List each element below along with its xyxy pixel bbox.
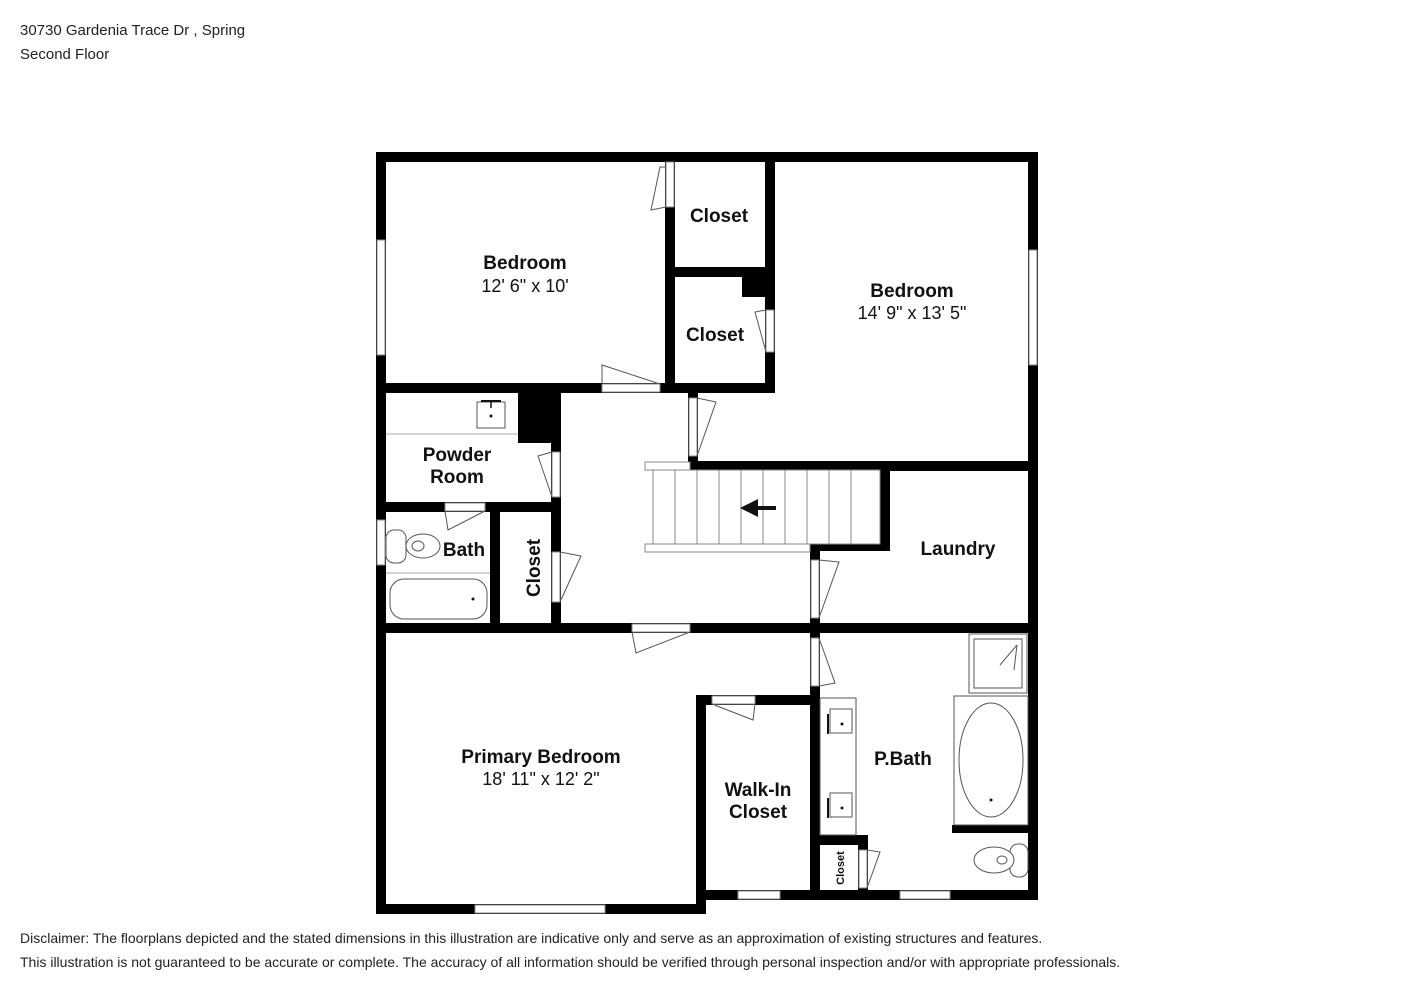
arrow-left-icon bbox=[740, 499, 776, 517]
toilet-icon bbox=[973, 843, 1029, 878]
sink-icon bbox=[827, 792, 853, 818]
bedroom-ne-dims: 14' 9" x 13' 5" bbox=[858, 303, 967, 323]
primary-bedroom-dims: 18' 11" x 12' 2" bbox=[482, 769, 599, 789]
property-address: 30730 Gardenia Trace Dr , Spring bbox=[20, 22, 246, 39]
toilet-icon bbox=[385, 529, 441, 564]
p-bath-name: P.Bath bbox=[874, 749, 932, 770]
bedroom-nw-name: Bedroom bbox=[483, 253, 566, 274]
windows bbox=[376, 239, 1038, 914]
sink-icon bbox=[476, 400, 506, 429]
hall-closet-name: Closet bbox=[524, 538, 545, 597]
bathtub-icon bbox=[953, 695, 1029, 826]
doors bbox=[444, 161, 881, 889]
disclaimer-line-2: This illustration is not guaranteed to b… bbox=[20, 954, 1121, 970]
room-labels: Bedroom 12' 6" x 10' Closet Closet Bedro… bbox=[423, 206, 996, 885]
bath-name: Bath bbox=[443, 540, 485, 561]
shower-icon bbox=[968, 633, 1028, 694]
sink-icon bbox=[827, 708, 853, 734]
fixtures bbox=[385, 400, 1029, 878]
closet-top-name: Closet bbox=[690, 206, 749, 227]
bathtub-icon bbox=[386, 572, 490, 620]
staircase bbox=[644, 461, 881, 553]
disclaimer-line-1: Disclaimer: The floorplans depicted and … bbox=[20, 930, 1043, 946]
p-bath-closet-name: Closet bbox=[835, 851, 847, 885]
bedroom-nw-dims: 12' 6" x 10' bbox=[481, 276, 568, 296]
walk-in-closet-name-line2: Closet bbox=[729, 802, 788, 823]
walk-in-closet-name-line1: Walk-In bbox=[725, 780, 792, 801]
closet-mid-name: Closet bbox=[686, 325, 745, 346]
bedroom-ne-name: Bedroom bbox=[870, 281, 953, 302]
floor-label: Second Floor bbox=[20, 46, 110, 63]
powder-room-name-line1: Powder bbox=[423, 445, 492, 466]
primary-bedroom-name: Primary Bedroom bbox=[461, 747, 620, 768]
powder-room-name-line2: Room bbox=[430, 467, 484, 488]
laundry-name: Laundry bbox=[921, 539, 996, 560]
